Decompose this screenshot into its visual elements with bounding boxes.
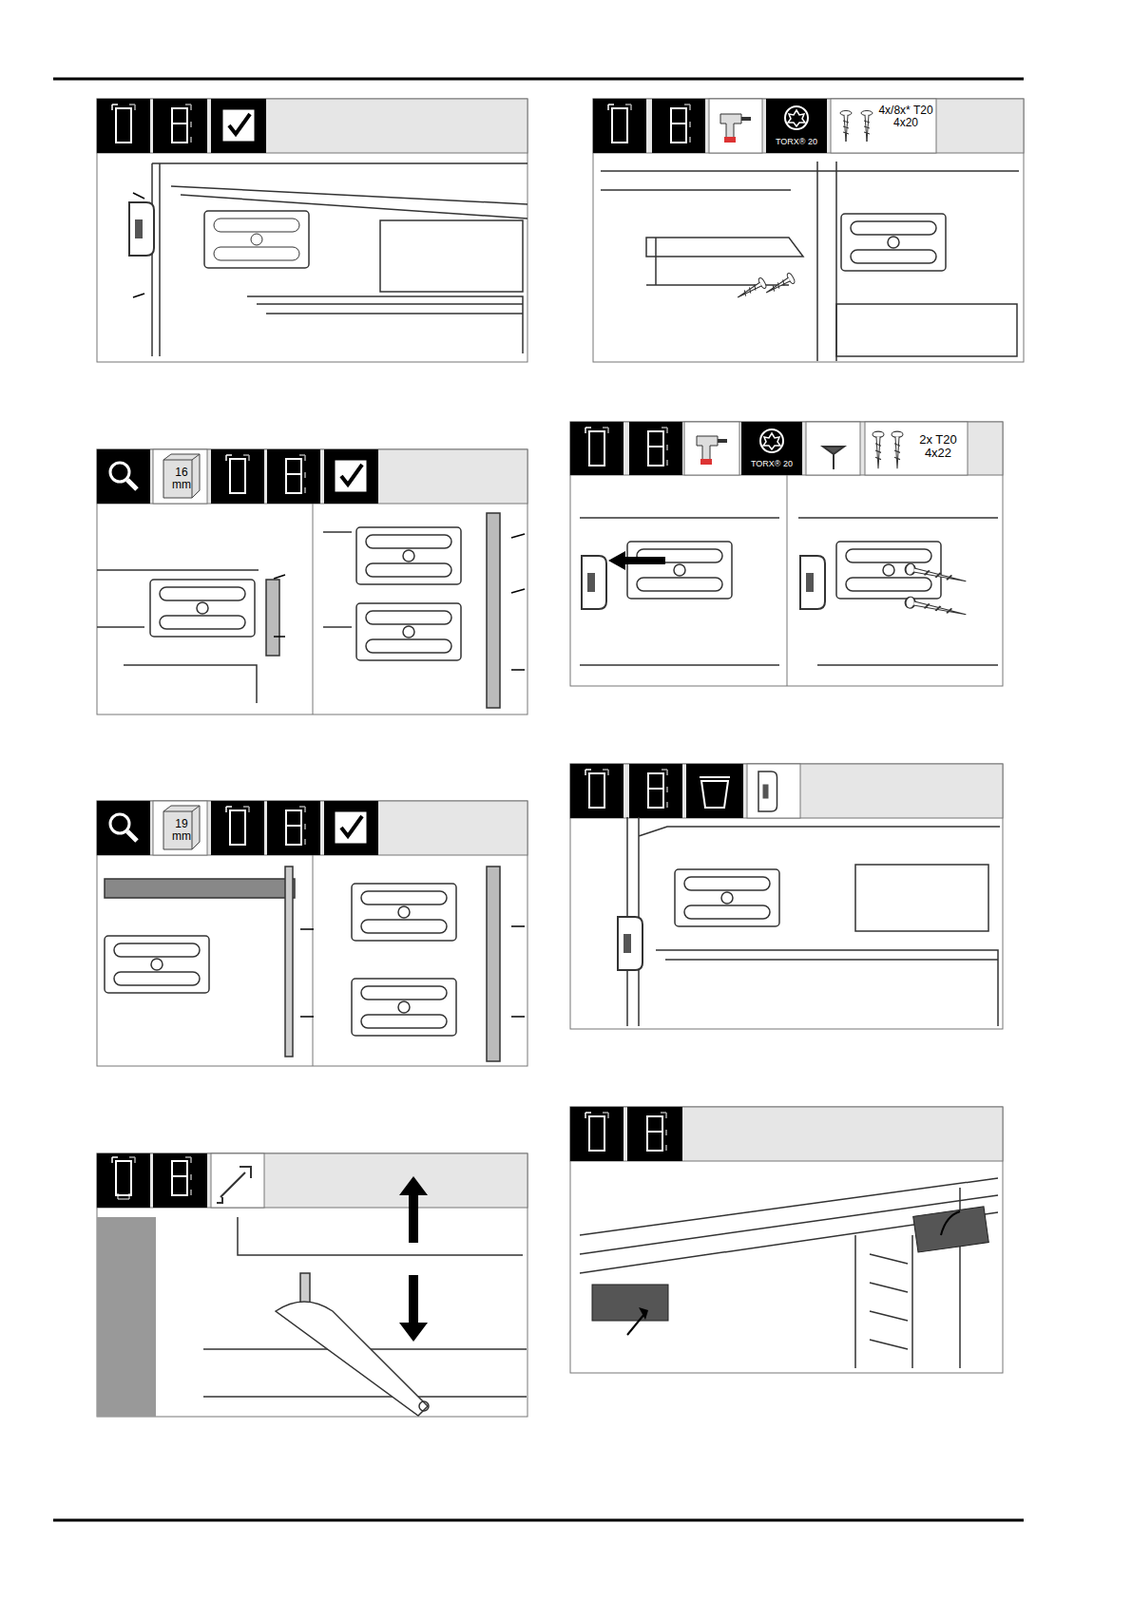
icon-label: 4x/8x* T20 4x20 xyxy=(876,104,936,129)
icon-label: TORX® 20 xyxy=(766,137,827,147)
icon-label: 2x T20 4x22 xyxy=(910,433,966,460)
icon-label: 19 mm xyxy=(165,818,198,843)
icon-label: 16 mm xyxy=(165,466,198,491)
icon-label: TORX® 20 xyxy=(741,460,803,469)
